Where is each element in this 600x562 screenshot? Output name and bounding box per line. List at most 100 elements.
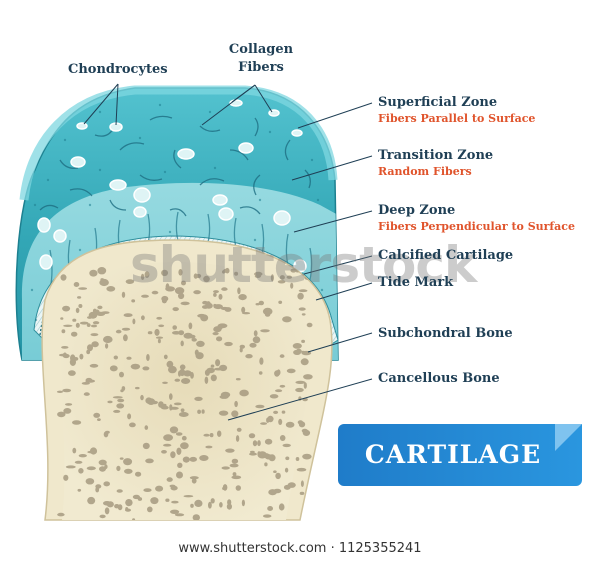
bone-pore — [181, 280, 186, 286]
bone-pore — [174, 513, 185, 517]
image-credit: www.shutterstock.com · 1125355241 — [178, 541, 422, 556]
deep-zone-sublabel: Fibers Perpendicular to Surface — [378, 220, 575, 233]
bone-pore — [89, 363, 99, 368]
bone-pore — [277, 280, 286, 284]
bone-pore — [116, 403, 125, 409]
bone-pore — [163, 354, 168, 360]
bone-pore — [238, 294, 247, 301]
bone-pore — [252, 440, 258, 447]
bone-pore — [258, 300, 264, 306]
bone-pore — [253, 330, 258, 337]
leader-subchondral — [307, 332, 373, 353]
bone-pore — [279, 384, 286, 388]
bone-pore — [236, 427, 242, 432]
collagen-label-line2: Fibers — [238, 60, 284, 75]
chondrocyte-cell — [70, 156, 86, 168]
bone-pore — [104, 507, 110, 515]
bone-pore — [92, 308, 97, 314]
bone-pore — [189, 456, 197, 462]
bone-pore — [170, 509, 180, 514]
bone-pore — [126, 356, 132, 360]
bone-pore — [301, 428, 308, 433]
bone-pore — [85, 478, 95, 485]
bone-pore — [87, 496, 96, 505]
bone-pore — [89, 269, 98, 277]
bone-pore — [91, 341, 99, 348]
bone-pore — [200, 314, 209, 322]
bone-pore — [229, 463, 239, 468]
chondrocyte-cell — [53, 229, 67, 243]
leader-collagen-c — [201, 84, 256, 126]
chondrocyte-cell — [76, 122, 88, 130]
bone-pore — [297, 292, 304, 300]
bone-pore — [302, 453, 312, 460]
chondrocyte-cell — [291, 129, 303, 137]
bone-pore — [217, 430, 222, 437]
bone-pore — [109, 365, 118, 372]
bone-pore — [273, 488, 282, 494]
bone-pore — [204, 376, 209, 384]
bone-pore — [191, 338, 197, 342]
bone-pore — [296, 467, 307, 472]
bone-pore — [222, 486, 227, 491]
chondrocyte-cell — [218, 207, 234, 221]
bone-pore — [179, 368, 186, 377]
bone-pore — [113, 355, 119, 360]
bone-pore — [264, 462, 268, 467]
bone-pore — [95, 487, 100, 493]
bone-pore — [179, 364, 186, 370]
leader-collagen-b — [254, 84, 273, 113]
superficial-zone-sublabel: Fibers Parallel to Surface — [378, 112, 536, 125]
bone-pore — [178, 269, 183, 276]
bone-pore — [214, 367, 223, 371]
bone-pore — [260, 422, 267, 425]
bone-pore — [252, 336, 261, 344]
bone-pore — [259, 357, 264, 365]
bone-pore — [99, 514, 106, 519]
bone-pore — [123, 334, 128, 342]
bone-pore — [155, 336, 164, 339]
bone-pore — [264, 438, 273, 445]
watermark: shutterstock — [130, 236, 477, 294]
bone-pore — [124, 468, 133, 474]
bone-pore — [142, 366, 150, 371]
bone-pore — [154, 328, 160, 336]
bone-pore — [206, 367, 215, 374]
bone-pore — [279, 354, 285, 358]
bone-pore — [189, 334, 196, 339]
bone-pore — [263, 514, 272, 518]
bone-pore — [273, 470, 277, 474]
bone-pore — [127, 413, 132, 420]
bone-pore — [150, 497, 159, 505]
deep-zone-label: Deep Zone — [378, 203, 456, 218]
bone-pore — [62, 305, 71, 312]
bone-pore — [77, 296, 82, 299]
bone-pore — [169, 426, 179, 434]
bone-pore — [279, 435, 286, 441]
bone-pore — [166, 477, 173, 482]
bone-pore — [68, 370, 76, 376]
bone-pore — [226, 503, 232, 510]
bone-pore — [290, 282, 294, 289]
bone-pore — [121, 327, 131, 331]
bone-pore — [231, 475, 242, 480]
bone-pore — [257, 440, 261, 447]
bone-pore — [96, 311, 106, 316]
chondrocyte-cell — [238, 142, 254, 154]
bone-pore — [112, 396, 123, 399]
bone-pore — [161, 298, 167, 304]
bone-pore — [63, 408, 72, 414]
bone-pore — [140, 394, 144, 401]
bone-pore — [117, 398, 125, 403]
transition-zone-label: Transition Zone — [378, 148, 494, 163]
bone-pore — [273, 410, 279, 414]
bone-pore — [78, 287, 88, 290]
bone-pore — [254, 271, 263, 277]
bone-pore — [295, 387, 304, 393]
bone-pore — [61, 346, 69, 349]
bone-pore — [123, 458, 133, 466]
bone-pore — [89, 447, 98, 455]
bone-pore — [172, 331, 181, 335]
bone-pore — [278, 418, 283, 425]
bone-pore — [137, 497, 143, 501]
